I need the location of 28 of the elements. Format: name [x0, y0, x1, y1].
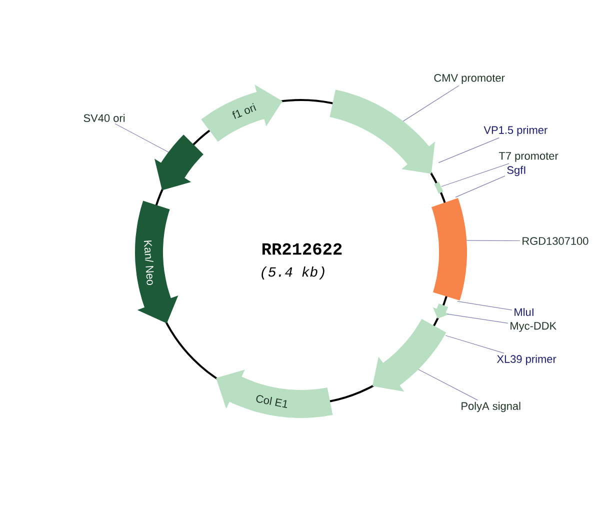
feature-label: RGD1307100 — [522, 237, 588, 245]
feature-label: MluI — [514, 308, 534, 316]
feature-label: VP1.5 primer — [484, 126, 548, 136]
leader-line — [114, 123, 169, 152]
feature-segment — [432, 303, 450, 319]
feature-label: SgfI — [507, 166, 526, 176]
feature-label: CMV promoter — [434, 74, 505, 84]
feature-label: Myc-DDK — [510, 322, 556, 332]
leader-line — [418, 369, 478, 400]
leader-line — [455, 176, 506, 198]
leader-line — [447, 314, 508, 324]
leader-line — [438, 138, 500, 163]
feature-segment — [372, 318, 446, 392]
feature-bar — [434, 182, 444, 194]
leader-line — [402, 85, 460, 122]
plasmid-size: (5.4 kb) — [262, 266, 324, 280]
feature-label: SV40 ori — [84, 114, 125, 122]
plasmid-name: RR212622 — [262, 243, 342, 255]
leader-line — [457, 300, 512, 310]
feature-label: XL39 primer — [496, 354, 556, 366]
leader-line — [445, 335, 504, 354]
feature-label: T7 promoter — [498, 152, 558, 162]
leader-line — [441, 163, 510, 187]
feature-segment — [330, 90, 435, 174]
leader-line — [466, 240, 520, 242]
feature-bar — [432, 198, 467, 300]
feature-segment — [154, 134, 204, 190]
feature-label: PolyA signal — [462, 402, 520, 412]
